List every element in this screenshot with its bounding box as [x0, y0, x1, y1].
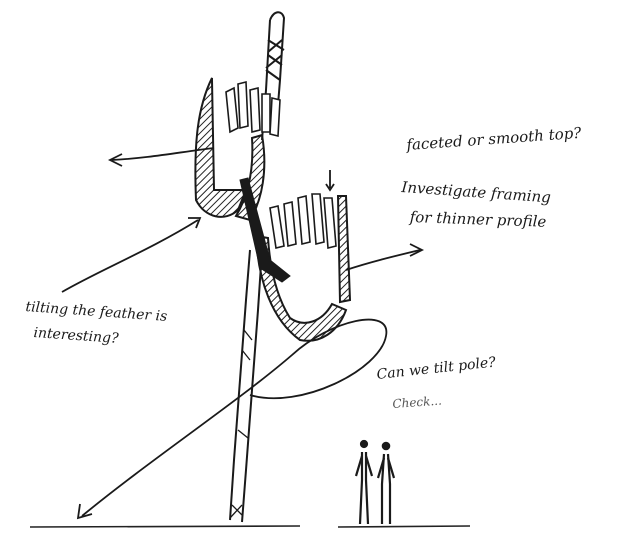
ground-line [30, 526, 470, 527]
scale-figures [356, 441, 394, 524]
